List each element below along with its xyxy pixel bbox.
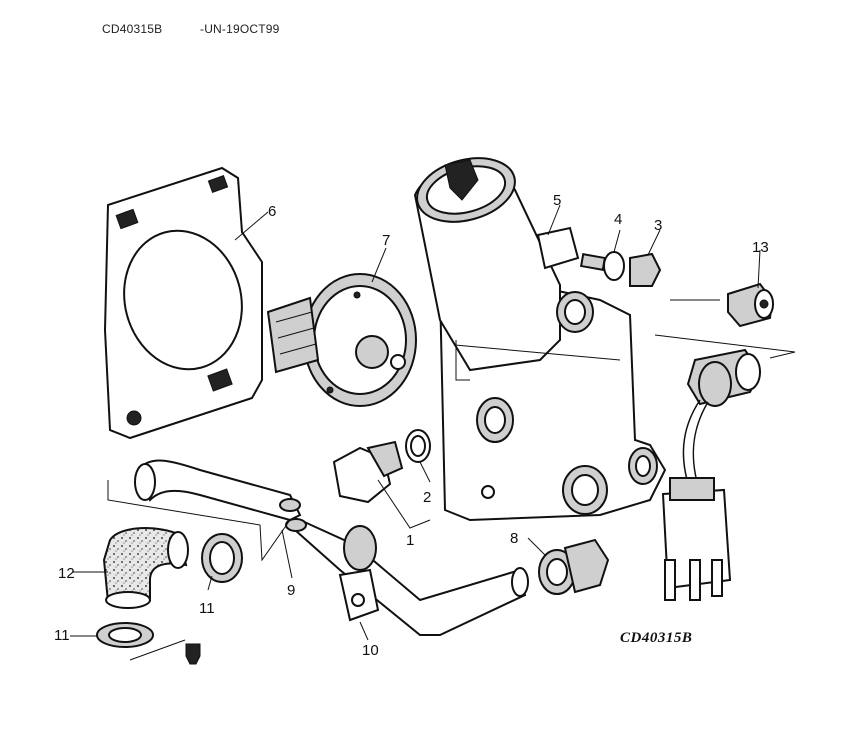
- callout-10: 10: [362, 642, 379, 659]
- callout-9: 9: [287, 582, 295, 599]
- washer-and-bolt: [579, 251, 662, 287]
- coolant-tube: [134, 459, 529, 636]
- callout-13: 13: [752, 239, 769, 256]
- header-code: CD40315B: [102, 22, 163, 36]
- drain-plug: [332, 440, 404, 504]
- header-date: -UN-19OCT99: [200, 22, 280, 36]
- elbow-hose: [102, 527, 189, 609]
- callout-5: 5: [553, 192, 561, 209]
- callout-1: 1: [406, 532, 414, 549]
- callout-11-lower: 11: [54, 627, 70, 644]
- plug: [727, 282, 774, 328]
- thermostat: [266, 273, 417, 407]
- callout-12: 12: [58, 565, 75, 582]
- temperature-sensor: [661, 348, 762, 601]
- hose-clamp-lower: [96, 622, 154, 648]
- fitting: [538, 538, 610, 595]
- callout-11-upper: 11: [199, 600, 215, 617]
- leader-lines: [70, 204, 796, 661]
- callout-4: 4: [614, 211, 622, 228]
- figure-id: CD40315B: [620, 630, 693, 646]
- hose-clamp-upper: [201, 533, 243, 583]
- gasket: [103, 166, 263, 440]
- thermostat-housing: [413, 157, 667, 522]
- callout-6: 6: [268, 203, 276, 220]
- callout-8: 8: [510, 530, 518, 547]
- bolt-small: [185, 643, 201, 665]
- callout-7: 7: [382, 232, 390, 249]
- callout-3: 3: [654, 217, 662, 234]
- callout-2: 2: [423, 489, 431, 506]
